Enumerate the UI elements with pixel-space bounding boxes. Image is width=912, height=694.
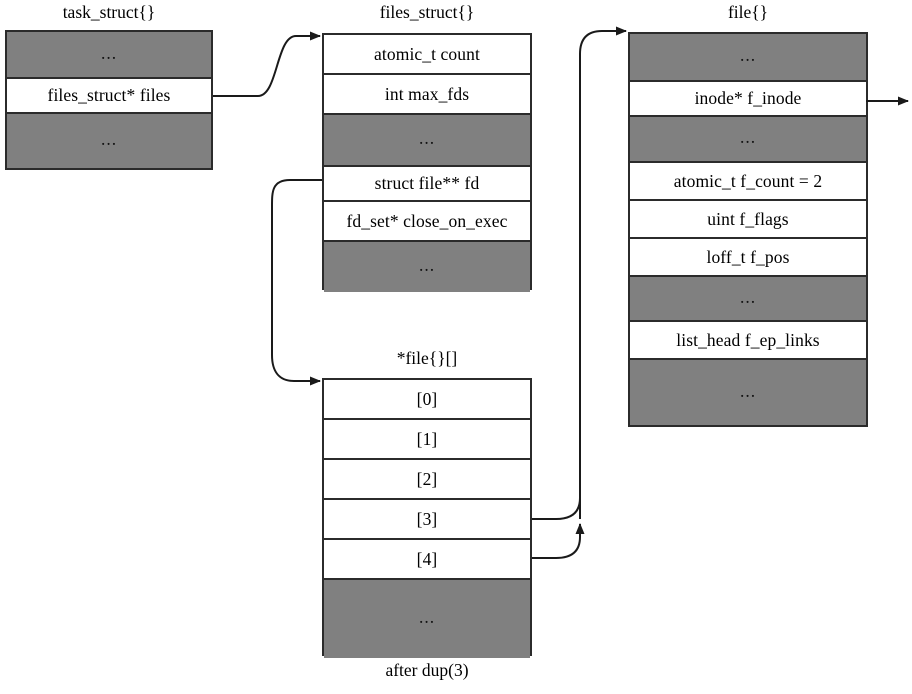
task-struct-row-0: ... bbox=[7, 32, 211, 79]
ellipsis-label: ... bbox=[739, 286, 757, 307]
file-struct-f-inode-label: inode* f_inode bbox=[694, 88, 802, 108]
bottom-caption: after dup(3) bbox=[385, 660, 469, 680]
fd-array-index-label: [0] bbox=[416, 388, 438, 409]
fd-array-row-3: [3] bbox=[324, 500, 530, 540]
fd-array-index-label: [1] bbox=[416, 428, 438, 449]
ellipsis-label: ... bbox=[739, 45, 757, 66]
wire-riser-to-file bbox=[579, 26, 627, 519]
task-struct-files-label: files_struct* files bbox=[47, 85, 171, 105]
files-struct-title: files_struct{} bbox=[379, 2, 475, 22]
wire-fd-to-array bbox=[271, 179, 322, 386]
file-struct-row-0: ... bbox=[630, 34, 866, 82]
file-struct-row-2: ... bbox=[630, 117, 866, 163]
ellipsis-label: ... bbox=[739, 127, 757, 148]
fd-array-row-1: [1] bbox=[324, 420, 530, 460]
files-struct-count-label: atomic_t count bbox=[374, 43, 480, 64]
fd-array-box: [0] [1] [2] [3] [4] ... bbox=[322, 378, 532, 658]
file-struct-row-f-ep-links: list_head f_ep_links bbox=[630, 322, 866, 360]
ellipsis-label: ... bbox=[418, 128, 436, 149]
file-struct-row-f-inode: inode* f_inode bbox=[630, 82, 866, 117]
task-struct-box: ... files_struct* files ... bbox=[5, 30, 213, 170]
file-struct-title: file{} bbox=[727, 2, 769, 22]
files-struct-row-maxfds: int max_fds bbox=[324, 75, 530, 115]
files-struct-box: atomic_t count int max_fds ... struct fi… bbox=[322, 33, 532, 292]
fd-array-row-2: [2] bbox=[324, 460, 530, 500]
file-struct-f-count-label: atomic_t f_count = 2 bbox=[673, 170, 823, 191]
file-struct-row-f-pos: loff_t f_pos bbox=[630, 239, 866, 277]
file-struct-row-f-flags: uint f_flags bbox=[630, 201, 866, 239]
wire-fd3-to-file bbox=[532, 497, 581, 520]
file-struct-f-pos-label: loff_t f_pos bbox=[706, 246, 790, 267]
file-struct-box: ... inode* f_inode ... atomic_t f_count … bbox=[628, 32, 868, 427]
files-struct-maxfds-label: int max_fds bbox=[384, 83, 470, 104]
file-struct-f-flags-label: uint f_flags bbox=[707, 208, 789, 229]
files-struct-close-on-exec-label: fd_set* close_on_exec bbox=[346, 210, 508, 231]
file-struct-row-8: ... bbox=[630, 360, 866, 425]
file-struct-row-6: ... bbox=[630, 277, 866, 322]
files-struct-row-count: atomic_t count bbox=[324, 35, 530, 75]
fd-array-row-4: [4] bbox=[324, 540, 530, 580]
file-struct-row-f-count: atomic_t f_count = 2 bbox=[630, 163, 866, 201]
ellipsis-label: ... bbox=[739, 380, 757, 401]
fd-array-row-0: [0] bbox=[324, 380, 530, 420]
fd-array-index-label: [2] bbox=[416, 468, 438, 489]
ellipsis-label: ... bbox=[418, 255, 436, 276]
files-struct-row-2: ... bbox=[324, 115, 530, 167]
task-struct-row-files: files_struct* files bbox=[7, 79, 211, 114]
fd-array-row-5: ... bbox=[324, 580, 530, 658]
files-struct-row-5: ... bbox=[324, 242, 530, 292]
file-struct-f-ep-links-label: list_head f_ep_links bbox=[676, 329, 820, 350]
files-struct-row-fd: struct file** fd bbox=[324, 167, 530, 202]
files-struct-row-close-on-exec: fd_set* close_on_exec bbox=[324, 202, 530, 242]
task-struct-title: task_struct{} bbox=[62, 2, 156, 22]
wire-fd4-to-file bbox=[532, 523, 585, 559]
fd-array-title: *file{}[] bbox=[396, 348, 458, 368]
ellipsis-label: ... bbox=[418, 607, 436, 628]
ellipsis-label: ... bbox=[100, 129, 118, 150]
fd-array-index-label: [4] bbox=[416, 548, 438, 569]
ellipsis-label: ... bbox=[100, 42, 118, 63]
wire-files-to-files-struct bbox=[213, 31, 321, 97]
files-struct-fd-label: struct file** fd bbox=[374, 173, 480, 193]
fd-array-index-label: [3] bbox=[416, 508, 438, 529]
task-struct-row-2: ... bbox=[7, 114, 211, 168]
